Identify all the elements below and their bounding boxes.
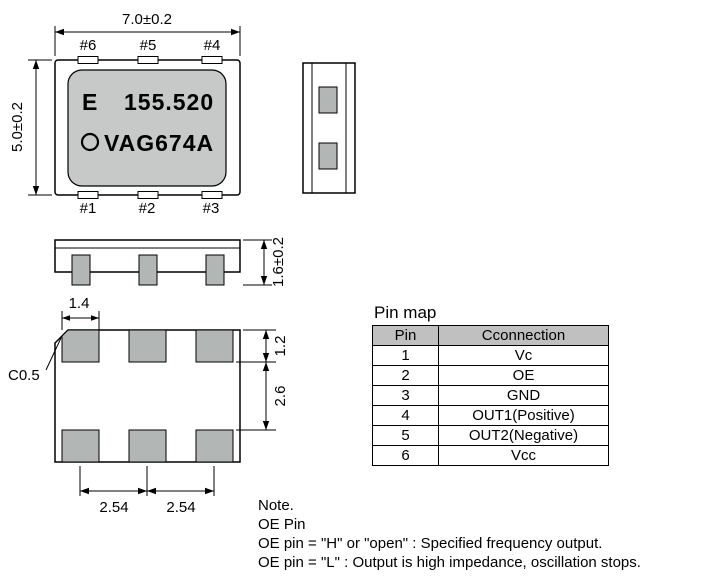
marking-frequency: 155.520 (124, 89, 214, 115)
pin-label-6: #6 (80, 37, 97, 54)
header-connection: Cconnection (438, 325, 609, 346)
castellation (77, 191, 99, 199)
side-view (302, 62, 356, 194)
note-oe-high: OE pin = "H" or "open" : Specified frequ… (258, 535, 603, 552)
pin-number: 4 (372, 405, 439, 426)
castellation (201, 191, 223, 199)
pin-label-5: #5 (140, 37, 157, 54)
pin-number: 5 (372, 425, 439, 446)
pin-connection: OE (438, 365, 609, 386)
note-block: Note. OE Pin OE pin = "H" or "open" : Sp… (258, 496, 641, 572)
arrowhead-left (80, 487, 89, 495)
arrowhead-down (262, 421, 270, 430)
dim-pitch (79, 466, 215, 496)
dim-pad-gap-label: 2.6 (272, 386, 289, 407)
pin-label-4: #4 (204, 37, 221, 54)
dim-edge-to-pad-label: 1.2 (272, 336, 289, 357)
pin-connection: Vcc (438, 445, 609, 466)
table-row: 1 Vc (372, 345, 609, 366)
pin1-indicator-circle (80, 132, 100, 152)
pin-connection: OUT2(Negative) (438, 425, 609, 446)
pad-top-left-chamfered (61, 329, 100, 363)
pin-number: 6 (372, 445, 439, 466)
arrowhead-down (262, 353, 270, 362)
arrowhead-up (262, 362, 270, 371)
castellation (201, 56, 223, 64)
arrowhead-up (262, 330, 270, 339)
table-row: 4 OUT1(Positive) (372, 405, 609, 426)
package-top-surface (67, 69, 227, 187)
table-row: 5 OUT2(Negative) (372, 425, 609, 446)
dim-thickness (243, 239, 272, 286)
castellation (77, 56, 99, 64)
pad-top-center (128, 329, 167, 363)
dim-thickness-label: 1.6±0.2 (270, 237, 287, 287)
pin-connection: Vc (438, 345, 609, 366)
dim-edge-to-pad (236, 329, 276, 363)
table-header-row: Pin Cconnection (372, 325, 609, 346)
arrowhead-left (62, 315, 70, 321)
pin-number: 2 (372, 365, 439, 386)
dim-width-label: 7.0±0.2 (122, 11, 172, 28)
pin-connection: GND (438, 385, 609, 406)
arrowhead-mid-left (138, 487, 147, 495)
table-row: 2 OE (372, 365, 609, 386)
castellation-marks (77, 56, 223, 199)
dim-height-label: 5.0±0.2 (9, 102, 26, 152)
arrowhead-right (231, 28, 240, 36)
marking-grade: E (82, 89, 98, 115)
pad-bottom-right (195, 429, 234, 463)
chamfer-label: C0.5 (8, 367, 40, 384)
arrowhead-left (55, 28, 64, 36)
pad-bottom-center (128, 429, 167, 463)
table-row: 6 Vcc (372, 445, 609, 466)
pin-map-table: Pin Cconnection 1 Vc 2 OE 3 GND 4 (372, 325, 609, 466)
arrowhead-up (260, 240, 268, 249)
front-pad (71, 254, 91, 286)
pad-bottom-left (61, 429, 100, 463)
castellation (137, 56, 159, 64)
pin-number: 3 (372, 385, 439, 406)
top-view: 7.0±0.2 5.0±0.2 #6 #5 #4 (9, 11, 241, 217)
dim-pad-width-label: 1.4 (69, 295, 90, 312)
dim-pitch-left-label: 2.54 (99, 499, 128, 516)
pin-label-3: #3 (203, 200, 220, 217)
dim-pitch-right-label: 2.54 (166, 499, 195, 516)
dim-height (28, 59, 52, 196)
header-pin: Pin (372, 325, 439, 346)
arrowhead-down (32, 186, 40, 195)
pin-connection: OUT1(Positive) (438, 405, 609, 426)
castellation (137, 191, 159, 199)
note-oe-pin: OE Pin (258, 516, 306, 533)
side-outline (302, 62, 356, 194)
bottom-view: 1.4 C0.5 1.2 (8, 295, 289, 516)
arrowhead-right (205, 487, 214, 495)
pin-label-1: #1 (80, 200, 97, 217)
pin-map: Pin map Pin Cconnection 1 Vc 2 OE 3 (372, 303, 609, 466)
arrowhead-up (32, 60, 40, 69)
arrowhead-down (260, 276, 268, 285)
front-pad (138, 254, 158, 286)
dim-width (54, 26, 241, 56)
dim-pad-gap (236, 362, 276, 431)
note-title: Note. (258, 497, 294, 514)
pin-map-title: Pin map (374, 303, 437, 322)
dim-pad-width (61, 311, 100, 330)
side-pad (318, 86, 338, 114)
note-oe-low: OE pin = "L" : Output is high impedance,… (258, 554, 641, 571)
pad-top-right (195, 329, 234, 363)
front-pad (205, 254, 225, 286)
leader-line (45, 337, 62, 371)
marking-model: VAG674A (104, 130, 214, 156)
pin-label-2: #2 (139, 200, 156, 217)
front-view: 1.6±0.2 (54, 237, 287, 287)
arrowhead-mid-right (147, 487, 156, 495)
table-row: 3 GND (372, 385, 609, 406)
pin-number: 1 (372, 345, 439, 366)
side-pad (318, 142, 338, 170)
arrowhead-right (91, 315, 99, 321)
